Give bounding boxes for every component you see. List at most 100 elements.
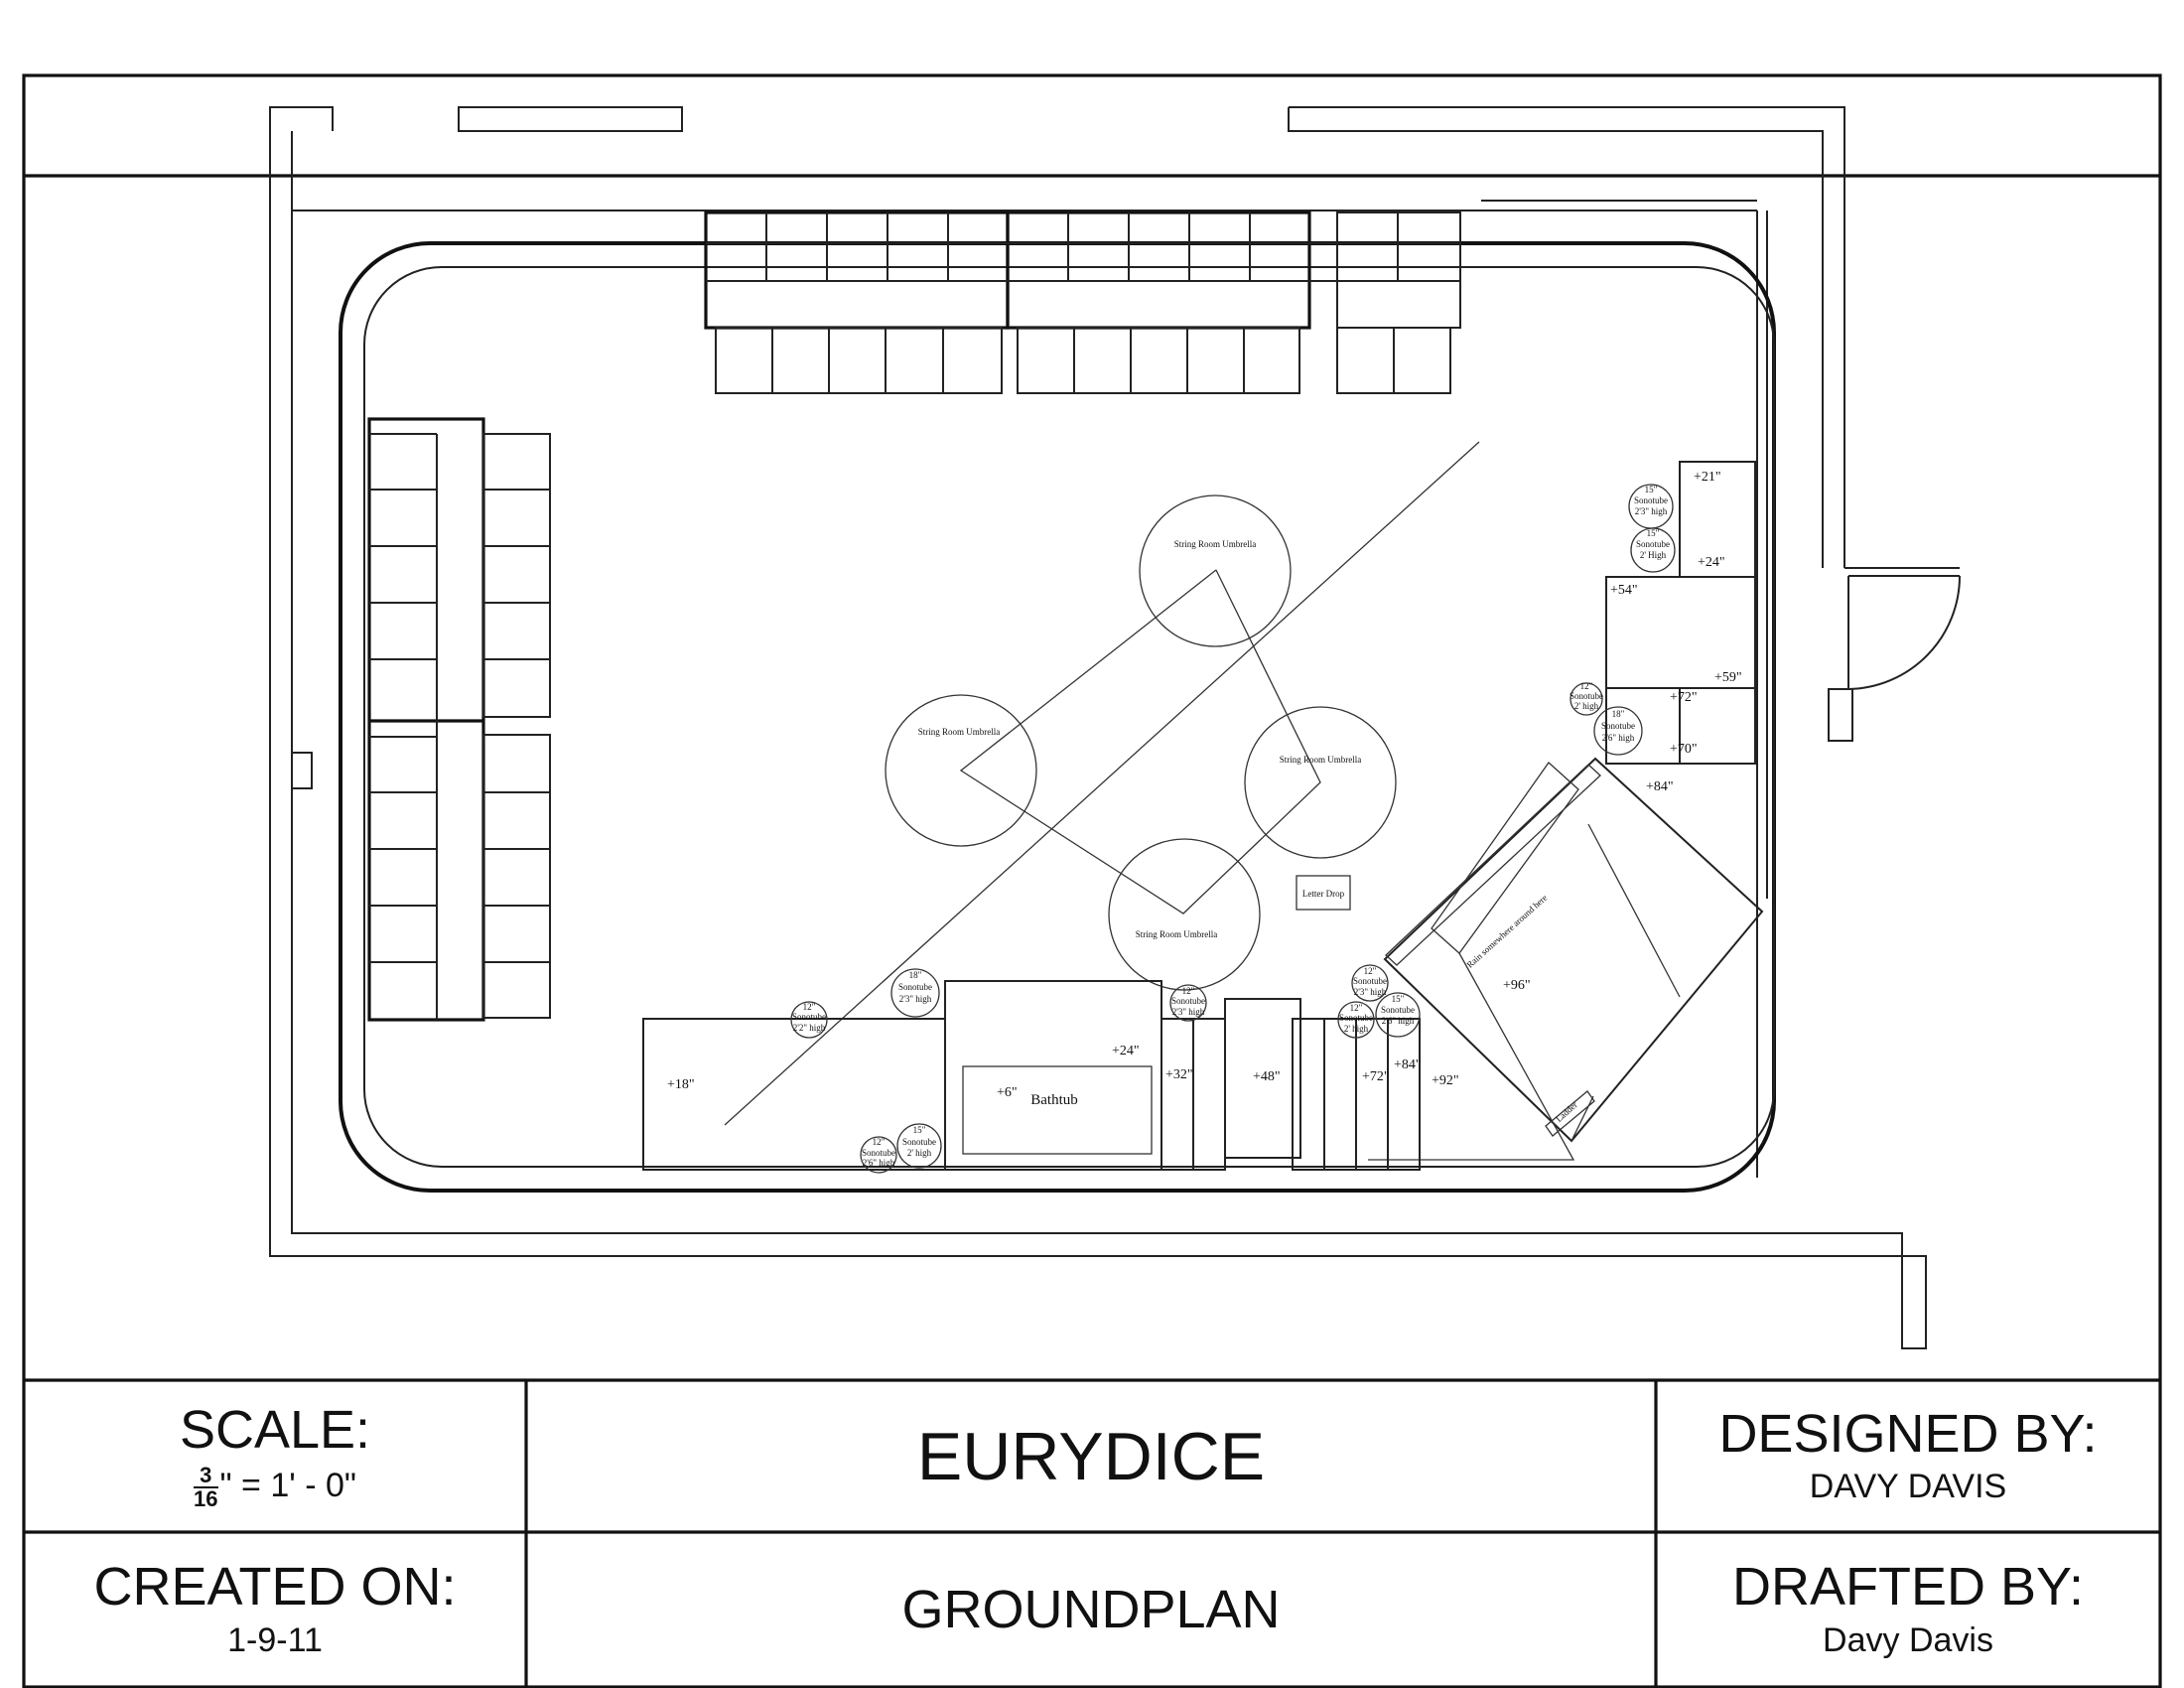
building-walls: [269, 106, 1961, 1349]
svg-text:Sonotube: Sonotube: [1353, 976, 1387, 986]
umbrella-label: String Room Umbrella: [1174, 539, 1257, 549]
svg-text:+24": +24": [1112, 1044, 1140, 1058]
height-callouts: +21" +24" +54" +59" +72" +70" +84" +96" …: [667, 470, 1742, 1100]
platforms-right: [1605, 461, 1756, 765]
designed-by-label: DESIGNED BY:: [1718, 1403, 2098, 1464]
umbrella: String Room Umbrella: [1108, 838, 1261, 991]
svg-text:Sonotube: Sonotube: [1601, 721, 1635, 731]
sonotube: 12" Sonotube 2'6" high: [860, 1136, 897, 1174]
svg-text:+6": +6": [997, 1085, 1018, 1100]
svg-text:12": 12": [803, 1002, 816, 1012]
svg-text:+96": +96": [1503, 978, 1531, 993]
svg-text:+92": +92": [1432, 1073, 1459, 1088]
drawing-title: GROUNDPLAN: [901, 1580, 1281, 1639]
svg-text:+84": +84": [1394, 1057, 1422, 1072]
svg-text:Sonotube: Sonotube: [1570, 691, 1603, 701]
sonotube: 15" Sonotube 2'6" high: [1375, 992, 1421, 1038]
drafter-name: Davy Davis: [1823, 1620, 1993, 1659]
production-title-cell: EURYDICE: [526, 1380, 1656, 1532]
drawing-title-cell: GROUNDPLAN: [526, 1532, 1656, 1687]
created-on-cell: CREATED ON: 1-9-11: [24, 1532, 526, 1687]
svg-text:+48": +48": [1253, 1069, 1281, 1084]
svg-text:+70": +70": [1670, 742, 1698, 757]
svg-text:2'3" high: 2'3" high: [899, 994, 932, 1004]
svg-text:2'3" high: 2'3" high: [1172, 1007, 1205, 1017]
svg-text:Sonotube: Sonotube: [1381, 1005, 1415, 1015]
rain-note: Rain somewhere around here: [1465, 893, 1550, 970]
svg-text:+54": +54": [1610, 583, 1638, 598]
sonotube: 18" Sonotube 2'3" high: [890, 968, 940, 1018]
svg-text:+24": +24": [1698, 555, 1725, 570]
svg-text:2'3" high: 2'3" high: [1354, 987, 1387, 997]
svg-text:+72": +72": [1362, 1069, 1390, 1084]
designer-name: DAVY DAVIS: [1809, 1468, 2007, 1506]
svg-text:Sonotube: Sonotube: [902, 1137, 936, 1147]
svg-text:2' high: 2' high: [1574, 701, 1599, 711]
svg-text:Sonotube: Sonotube: [1636, 539, 1670, 549]
svg-text:2' High: 2' High: [1640, 550, 1667, 560]
umbrella-label: String Room Umbrella: [918, 727, 1001, 737]
svg-text:12": 12": [1182, 986, 1195, 996]
svg-text:15": 15": [1645, 485, 1658, 494]
svg-text:+18": +18": [667, 1077, 695, 1092]
svg-text:Sonotube: Sonotube: [792, 1012, 826, 1022]
svg-text:+32": +32": [1165, 1067, 1193, 1082]
sonotube: 15" Sonotube 2' high: [896, 1123, 942, 1169]
svg-text:2'3" high: 2'3" high: [1635, 506, 1668, 516]
sonotube: 15" Sonotube 2'3" high: [1628, 484, 1674, 529]
stage-edge: [339, 241, 1776, 1193]
production-title: EURYDICE: [916, 1418, 1266, 1494]
sonotube: 12" Sonotube 2' high: [1570, 681, 1603, 716]
svg-text:15": 15": [1392, 994, 1405, 1004]
svg-text:12": 12": [873, 1137, 886, 1147]
svg-text:Sonotube: Sonotube: [862, 1148, 895, 1158]
sonotube: 18" Sonotube 2'6" high: [1593, 706, 1643, 756]
seating-top: [704, 211, 1461, 394]
sonotube: 12" Sonotube 2'3" high: [1351, 964, 1389, 1002]
svg-text:18": 18": [909, 970, 922, 980]
svg-text:Sonotube: Sonotube: [898, 982, 932, 992]
letter-drop: Letter Drop: [1296, 875, 1351, 911]
svg-text:18": 18": [1612, 709, 1625, 719]
svg-text:+84": +84": [1646, 779, 1674, 794]
svg-text:12": 12": [1350, 1003, 1363, 1013]
drafted-by-label: DRAFTED BY:: [1731, 1557, 2085, 1618]
svg-text:Sonotube: Sonotube: [1339, 1013, 1373, 1023]
svg-text:+59": +59": [1714, 670, 1742, 685]
svg-text:2'2" high: 2'2" high: [793, 1023, 826, 1033]
umbrella: String Room Umbrella: [885, 694, 1037, 847]
created-on-label: CREATED ON:: [93, 1557, 457, 1618]
svg-text:Sonotube: Sonotube: [1171, 996, 1205, 1006]
umbrella: String Room Umbrella: [1139, 494, 1292, 647]
sheet-border: [22, 73, 2162, 1688]
drafted-by-cell: DRAFTED BY: Davy Davis: [1656, 1532, 2160, 1687]
svg-text:+21": +21": [1694, 470, 1721, 485]
svg-text:Sonotube: Sonotube: [1634, 495, 1668, 505]
ladder-label: Ladder: [1554, 1100, 1579, 1124]
svg-text:2'6" high: 2'6" high: [1382, 1016, 1415, 1026]
bathtub-label: Bathtub: [1030, 1092, 1078, 1108]
letter-drop-label: Letter Drop: [1302, 889, 1345, 899]
svg-text:2' high: 2' high: [907, 1148, 932, 1158]
designed-by-cell: DESIGNED BY: DAVY DAVIS: [1656, 1380, 2160, 1532]
seating-left: [367, 417, 551, 1022]
platforms-bottom: [642, 980, 1421, 1171]
umbrella-label: String Room Umbrella: [1136, 929, 1218, 939]
svg-text:2' high: 2' high: [1344, 1024, 1369, 1034]
scale-label: SCALE:: [179, 1400, 371, 1461]
svg-text:2'6" high: 2'6" high: [1602, 733, 1635, 743]
svg-text:15": 15": [1647, 528, 1660, 538]
sonotube: 12" Sonotube 2'3" high: [1169, 984, 1207, 1022]
umbrella: String Room Umbrella: [1244, 706, 1397, 859]
umbrella-label: String Room Umbrella: [1280, 755, 1362, 765]
string-rig-lines: [724, 441, 1480, 1126]
svg-text:12": 12": [1364, 966, 1377, 976]
sonotube: 12" Sonotube 2' high: [1337, 1001, 1375, 1039]
svg-text:12": 12": [1580, 681, 1593, 691]
svg-text:2'6" high: 2'6" high: [863, 1158, 895, 1168]
svg-text:+72": +72": [1670, 690, 1698, 705]
sonotube: 12" Sonotube 2'2" high: [790, 1001, 828, 1039]
